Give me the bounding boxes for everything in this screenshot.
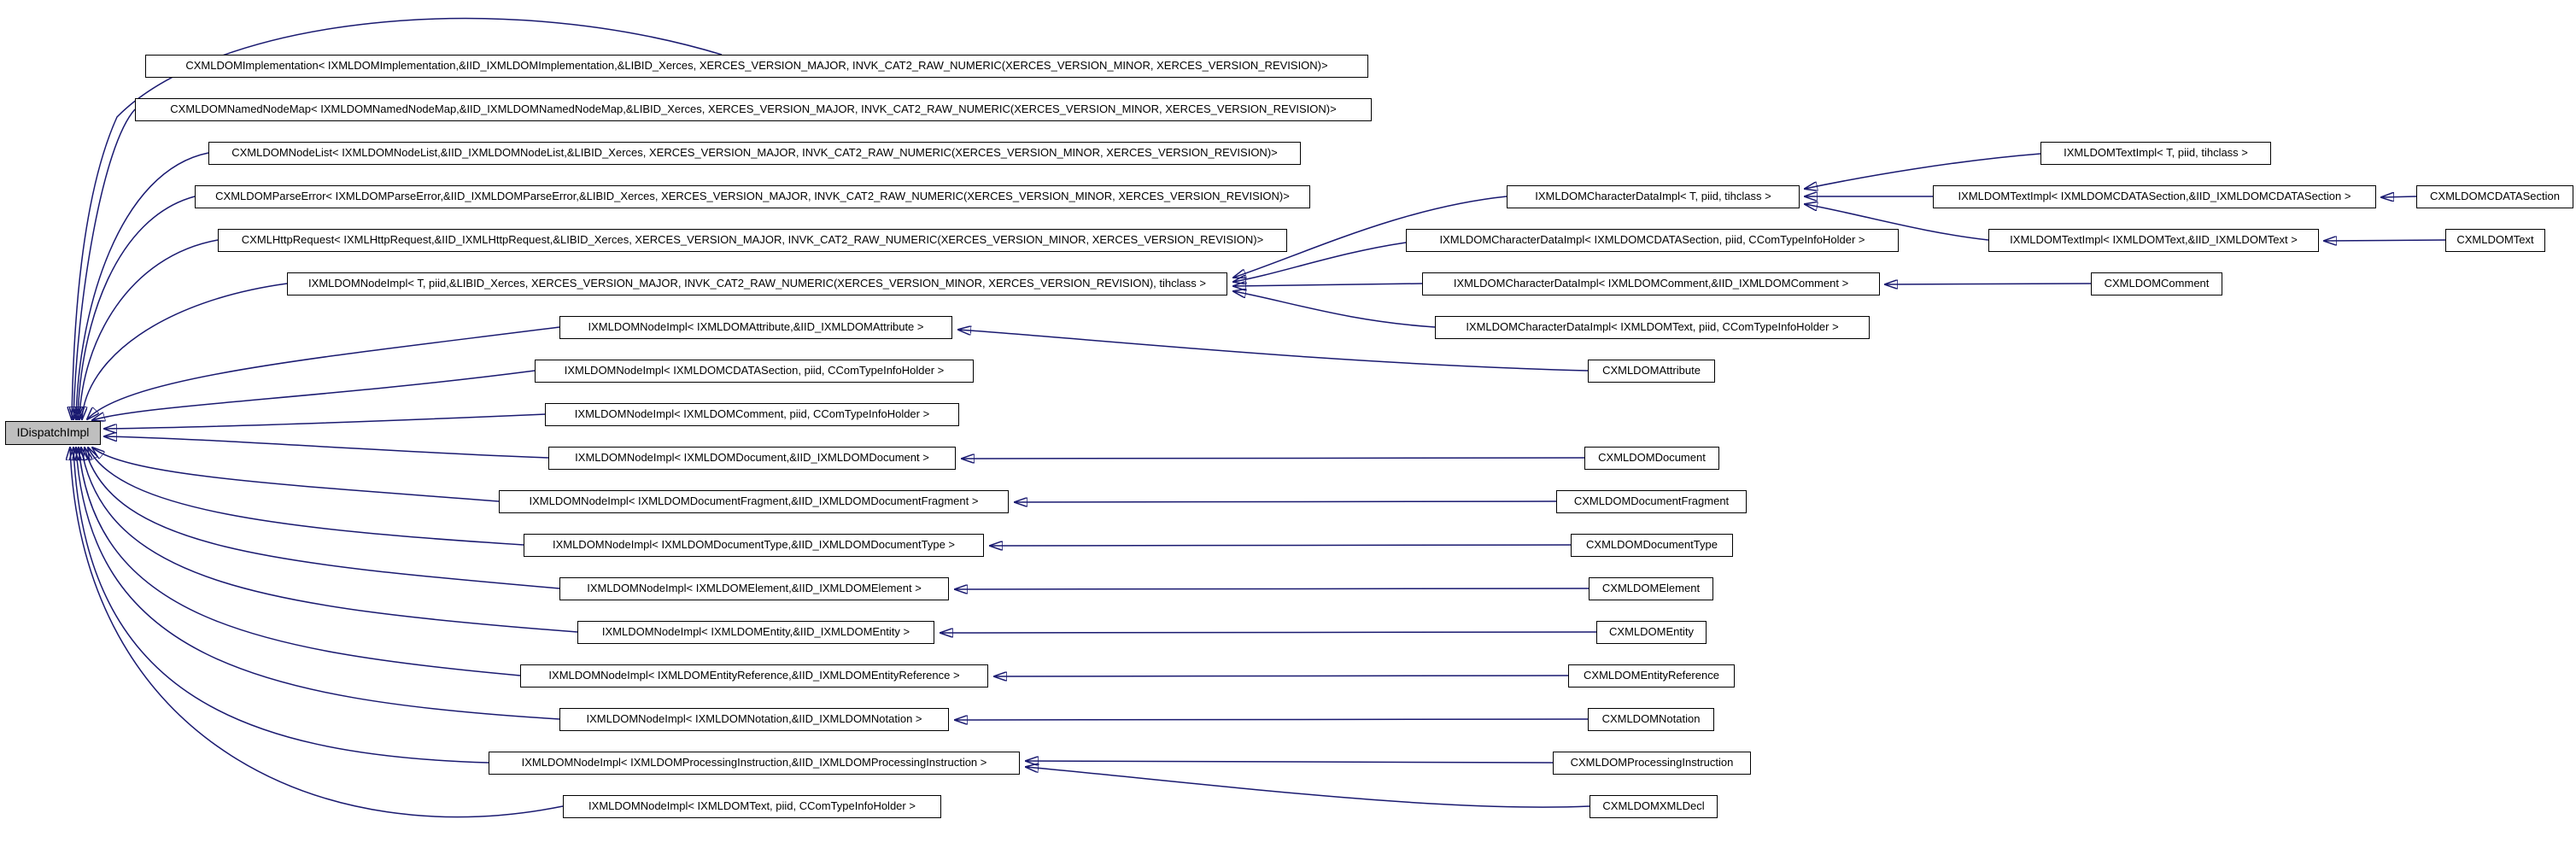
class-node-ixmldomtextimpl-text[interactable]: IXMLDOMTextImpl< IXMLDOMText,&IID_IXMLDO…	[1988, 229, 2319, 252]
inheritance-edge	[70, 448, 564, 818]
class-node-cxmldomdocumenttype[interactable]: CXMLDOMDocumentType	[1571, 534, 1733, 557]
inheritance-edge	[955, 588, 1590, 589]
class-node-ixmldomtextimpl-cdatasection[interactable]: IXMLDOMTextImpl< IXMLDOMCDATASection,&II…	[1933, 185, 2376, 208]
class-node-cxmldomdocumentfragment[interactable]: CXMLDOMDocumentFragment	[1556, 490, 1747, 513]
inheritance-edge	[76, 152, 209, 419]
inheritance-edge	[88, 448, 524, 546]
class-node-ixmldomnodeimpl-comment[interactable]: IXMLDOMNodeImpl< IXMLDOMComment, piid, C…	[545, 403, 959, 426]
inheritance-edge	[940, 632, 1597, 633]
inheritance-edge	[92, 370, 536, 420]
inheritance-edge	[85, 448, 560, 589]
class-node-cxmldomprocessinginstruction[interactable]: CXMLDOMProcessingInstruction	[1553, 752, 1751, 775]
class-node-ixmldomnodeimpl-entityreference[interactable]: IXMLDOMNodeImpl< IXMLDOMEntityReference,…	[520, 664, 988, 688]
class-node-cxmldomnamednodemap[interactable]: CXMLDOMNamedNodeMap< IXMLDOMNamedNodeMap…	[135, 98, 1372, 121]
class-node-cxmldomparseerror[interactable]: CXMLDOMParseError< IXMLDOMParseError,&II…	[195, 185, 1310, 208]
class-node-cxmldomcomment[interactable]: CXMLDOMComment	[2091, 272, 2222, 295]
inheritance-edge	[76, 448, 560, 720]
inheritance-edge	[1805, 204, 1989, 241]
class-node-ixmldomnodeimpl-documenttype[interactable]: IXMLDOMNodeImpl< IXMLDOMDocumentType,&II…	[524, 534, 984, 557]
class-node-ixmldomnodeimpl-cdatasection[interactable]: IXMLDOMNodeImpl< IXMLDOMCDATASection, pi…	[535, 360, 974, 383]
class-node-ixmldomcharacterdataimpl-text[interactable]: IXMLDOMCharacterDataImpl< IXMLDOMText, p…	[1435, 316, 1870, 339]
inheritance-edge	[1026, 761, 1554, 763]
class-node-cxmldomentityreference[interactable]: CXMLDOMEntityReference	[1568, 664, 1735, 688]
inheritance-edge	[1233, 196, 1508, 278]
class-node-ixmldomcharacterdataimpl-cdatasection[interactable]: IXMLDOMCharacterDataImpl< IXMLDOMCDATASe…	[1406, 229, 1899, 252]
inheritance-edge	[1233, 242, 1407, 282]
inheritance-edge	[92, 448, 500, 502]
inheritance-edge	[82, 283, 288, 419]
class-node-ixmldomtextimpl-t[interactable]: IXMLDOMTextImpl< T, piid, tihclass >	[2040, 142, 2271, 165]
inheritance-edge	[73, 108, 136, 419]
inheritance-edge	[73, 448, 489, 764]
class-node-ixmldomnodeimpl-document[interactable]: IXMLDOMNodeImpl< IXMLDOMDocument,&IID_IX…	[548, 447, 956, 470]
inheritance-edge	[1026, 767, 1590, 808]
inheritance-edge	[962, 458, 1585, 459]
inheritance-edge	[955, 719, 1589, 720]
inheritance-edge	[81, 448, 578, 633]
class-node-ixmldomnodeimpl-t[interactable]: IXMLDOMNodeImpl< T, piid,&LIBID_Xerces, …	[287, 272, 1227, 295]
inheritance-edge	[990, 545, 1572, 546]
class-node-ixmldomnodeimpl-documentfragment[interactable]: IXMLDOMNodeImpl< IXMLDOMDocumentFragment…	[499, 490, 1009, 513]
class-node-cxmldomimplementation[interactable]: CXMLDOMImplementation< IXMLDOMImplementa…	[145, 55, 1368, 78]
class-node-ixmldomnodeimpl-notation[interactable]: IXMLDOMNodeImpl< IXMLDOMNotation,&IID_IX…	[559, 708, 949, 731]
class-node-cxmldomattribute[interactable]: CXMLDOMAttribute	[1588, 360, 1715, 383]
inheritance-edge	[2381, 196, 2417, 197]
class-node-cxmlhttprequest[interactable]: CXMLHttpRequest< IXMLHttpRequest,&IID_IX…	[218, 229, 1287, 252]
inheritance-edge	[78, 196, 196, 419]
class-node-cxmldomxmldecl[interactable]: CXMLDOMXMLDecl	[1590, 795, 1718, 818]
inheritance-edge	[1233, 291, 1436, 328]
inheritance-edge	[79, 239, 219, 419]
class-node-cxmldomentity[interactable]: CXMLDOMEntity	[1596, 621, 1707, 644]
class-node-cxmldomcdatasection[interactable]: CXMLDOMCDATASection	[2416, 185, 2573, 208]
inheritance-edge	[2324, 240, 2446, 241]
class-node-ixmldomnodeimpl-text[interactable]: IXMLDOMNodeImpl< IXMLDOMText, piid, CCom…	[563, 795, 941, 818]
class-node-cxmldomnodelist[interactable]: CXMLDOMNodeList< IXMLDOMNodeList,&IID_IX…	[208, 142, 1301, 165]
inheritance-edge	[958, 330, 1589, 372]
inheritance-edge	[104, 436, 549, 459]
class-node-ixmldomnodeimpl-entity[interactable]: IXMLDOMNodeImpl< IXMLDOMEntity,&IID_IXML…	[577, 621, 934, 644]
inheritance-edge	[104, 413, 546, 429]
class-node-cxmldomtext[interactable]: CXMLDOMText	[2445, 229, 2545, 252]
inheritance-edge	[87, 326, 560, 419]
class-node-ixmldomcharacterdataimpl-comment[interactable]: IXMLDOMCharacterDataImpl< IXMLDOMComment…	[1422, 272, 1880, 295]
inheritance-edge	[1233, 284, 1423, 286]
inheritance-edge	[79, 448, 521, 676]
class-node-idispatchimpl[interactable]: IDispatchImpl	[5, 421, 101, 445]
inheritance-edge	[1015, 501, 1557, 502]
class-node-cxmldomelement[interactable]: CXMLDOMElement	[1589, 577, 1713, 600]
class-node-ixmldomnodeimpl-attribute[interactable]: IXMLDOMNodeImpl< IXMLDOMAttribute,&IID_I…	[559, 316, 952, 339]
inheritance-edge	[1805, 153, 2041, 189]
class-node-cxmldomnotation[interactable]: CXMLDOMNotation	[1588, 708, 1714, 731]
inheritance-edge	[72, 17, 723, 419]
class-node-ixmldomcharacterdataimpl-t[interactable]: IXMLDOMCharacterDataImpl< T, piid, tihcl…	[1507, 185, 1800, 208]
class-node-ixmldomnodeimpl-element[interactable]: IXMLDOMNodeImpl< IXMLDOMElement,&IID_IXM…	[559, 577, 949, 600]
class-node-cxmldomdocument[interactable]: CXMLDOMDocument	[1584, 447, 1719, 470]
class-node-ixmldomnodeimpl-processinginstruction[interactable]: IXMLDOMNodeImpl< IXMLDOMProcessingInstru…	[489, 752, 1020, 775]
